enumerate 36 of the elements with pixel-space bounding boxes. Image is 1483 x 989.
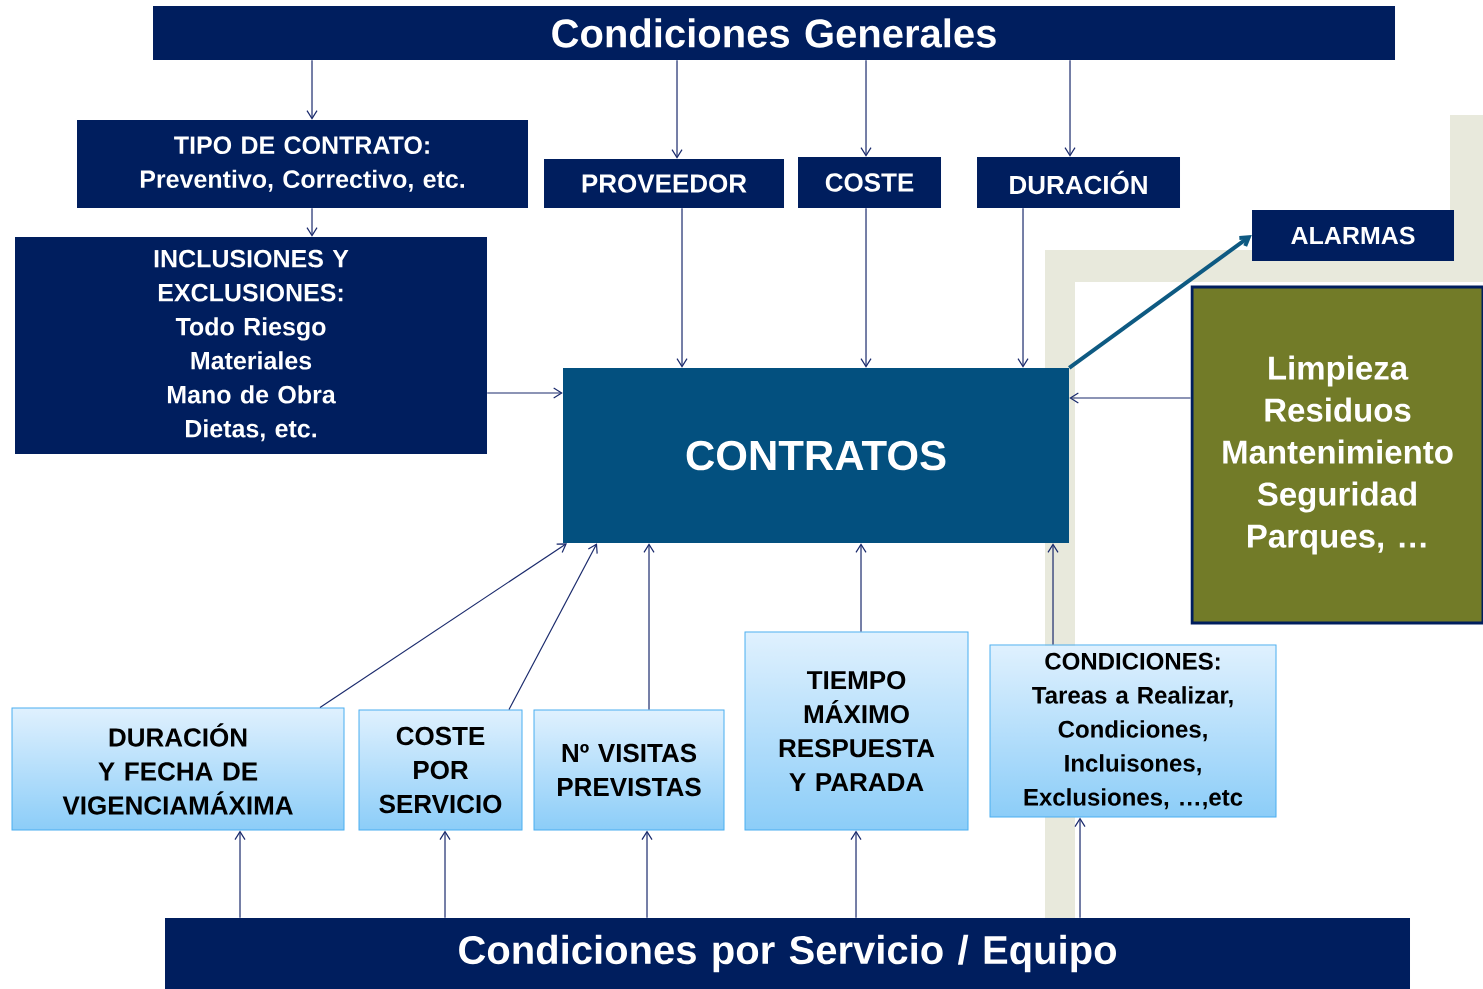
arrow [860,59,872,157]
info-box: INCLUSIONES Y EXCLUSIONES: Todo Riesgo Materiales Mano de Obra Dietas, etc. [15,237,487,454]
info-box: DURACIÓN [977,157,1180,208]
arrow [641,830,653,919]
arrow [319,543,567,709]
title-banner: Condiciones por Servicio / Equipo [165,918,1410,989]
arrow [1064,59,1076,157]
arrow [855,543,867,633]
contract-box: CONTRATOS [563,368,1069,543]
arrow [439,830,451,919]
condition-box: TIEMPO MÁXIMO RESPUESTA Y PARADA [744,631,969,831]
condition-box: DURACIÓN Y FECHA DE VIGENCIAMÁXIMA [11,707,345,831]
arrow [486,387,563,399]
arrow [1017,207,1029,368]
arrow [1047,543,1059,646]
service-box: Limpieza Residuos Mantenimiento Seguridad Parques, … [1190,285,1483,625]
arrow [676,207,688,368]
arrow [508,543,598,711]
info-box: TIPO DE CONTRATO: Preventivo, Correctivo, etc. [77,120,528,208]
condition-box: Nº VISITAS PREVISTAS [533,709,725,831]
arrow [1069,392,1192,404]
arrow [1068,235,1252,370]
condition-box: COSTE POR SERVICIO [358,709,523,831]
arrow [1074,817,1086,919]
arrow [850,830,862,919]
info-box: PROVEEDOR [544,159,784,208]
arrow [860,207,872,368]
arrow [306,207,318,237]
arrow [234,830,246,919]
title-banner: Condiciones Generales [153,6,1395,60]
condition-box: CONDICIONES: Tareas a Realizar, Condiciones, Incluisones, Exclusiones, …,etc [989,644,1277,818]
arrow [643,543,655,711]
info-box: ALARMAS [1252,210,1454,261]
info-box: COSTE [798,157,941,208]
arrow [306,59,318,120]
arrow [671,59,683,159]
